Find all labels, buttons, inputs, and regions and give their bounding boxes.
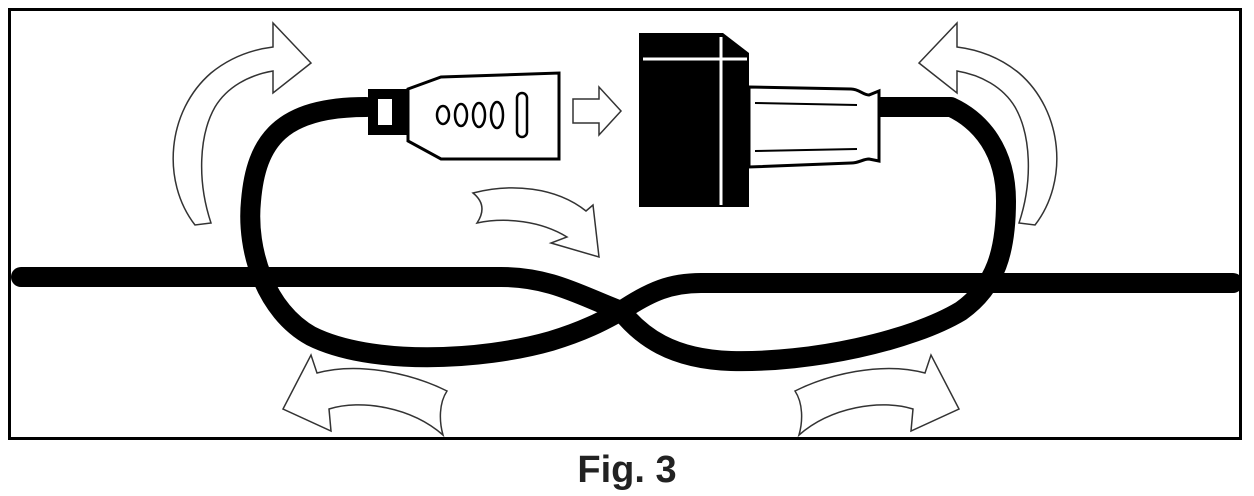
curved-arrow-icon: [793, 353, 961, 437]
curved-arrow-icon: [172, 21, 313, 226]
straight-cord-left: [11, 267, 631, 321]
curved-arrow-icon: [281, 353, 449, 437]
loop-cord-left: [240, 97, 631, 368]
plug-connector: [639, 33, 881, 207]
curved-arrow-icon: [471, 187, 600, 259]
straight-cord-right: [611, 273, 1239, 321]
figure-caption: Fig. 3: [577, 449, 677, 491]
cord-knot-diagram: [11, 21, 1239, 437]
figure-illustration: [8, 8, 1242, 440]
loop-cord-right: [611, 97, 1016, 372]
curved-arrow-icon: [917, 21, 1058, 226]
socket-connector: [368, 71, 561, 161]
straight-arrow-icon: [572, 85, 623, 137]
